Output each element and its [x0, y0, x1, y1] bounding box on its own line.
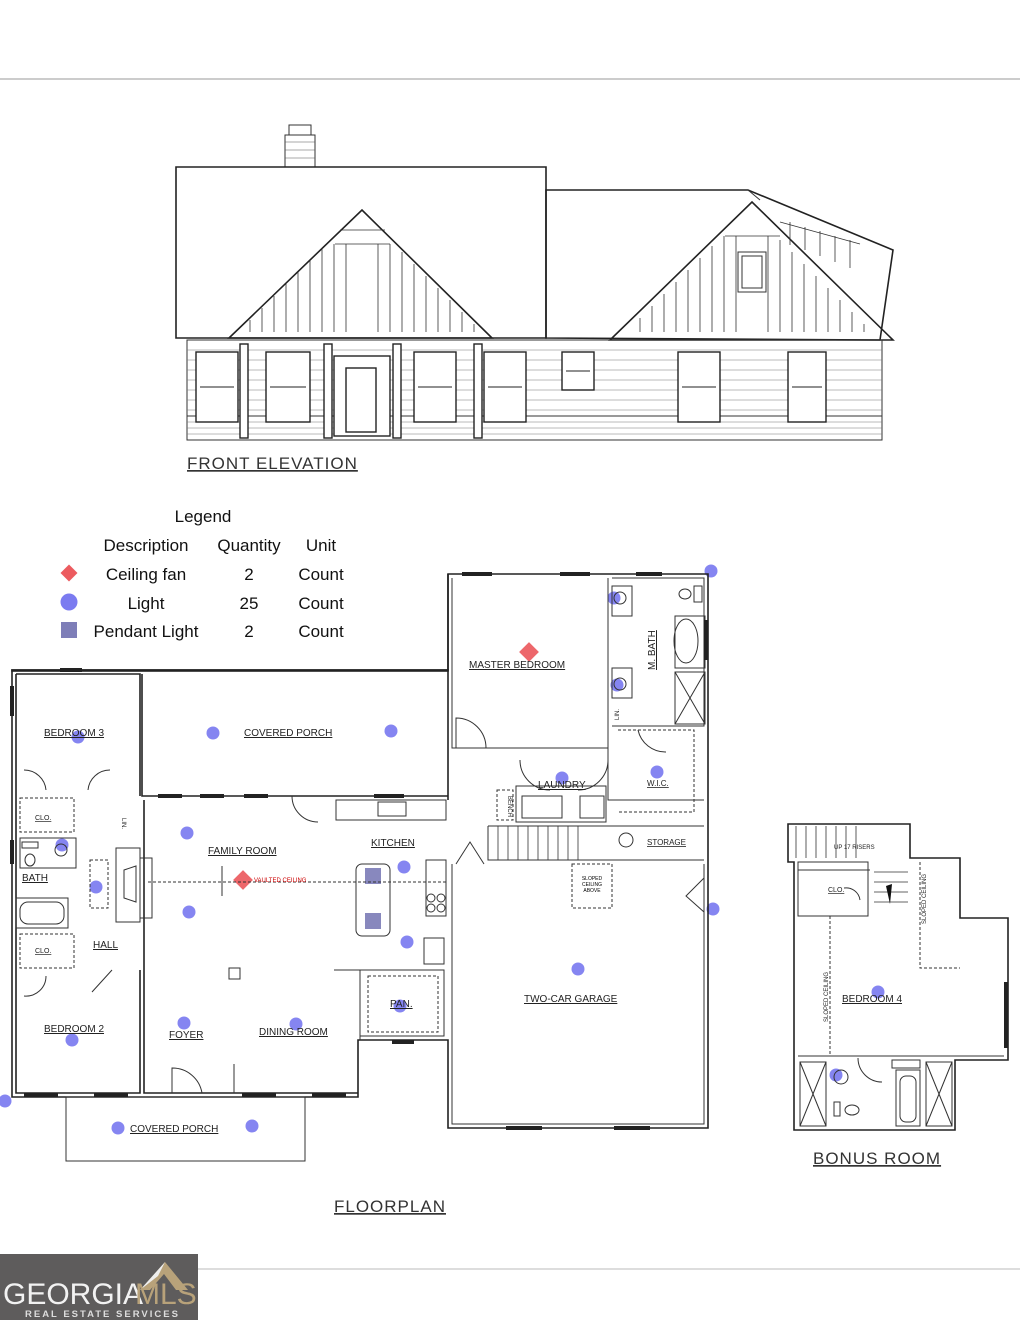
- light-marker: [571, 962, 585, 976]
- room-label-storage: STORAGE: [647, 838, 686, 847]
- legend-item-description: Pendant Light: [94, 622, 199, 641]
- room-label-covered-porch-rear: COVERED PORCH: [244, 728, 332, 739]
- light-marker: [829, 1068, 843, 1082]
- light-marker: [610, 678, 624, 692]
- room-label-covered-porch-front: COVERED PORCH: [130, 1124, 218, 1135]
- room-label-family-room: FAMILY ROOM: [208, 846, 277, 857]
- fixture-markers: [0, 564, 885, 1135]
- light-marker: [182, 905, 196, 919]
- legend-item-quantity: 25: [240, 594, 259, 613]
- room-label-hall: HALL: [93, 940, 118, 951]
- bonus-room-plan: UP 17 RISERS CLO. SLOPED CEILING SLOPED …: [787, 823, 1009, 1168]
- light-marker: [397, 860, 411, 874]
- pendant-light-legend-icon: [61, 622, 77, 638]
- legend-item-unit: Count: [298, 622, 344, 641]
- legend-header-unit: Unit: [306, 536, 337, 555]
- room-label-bedroom-2: BEDROOM 2: [44, 1024, 104, 1035]
- room-label-closet: CLO.: [35, 815, 51, 822]
- ceiling-fan-marker: [519, 642, 539, 662]
- legend-item-quantity: 2: [244, 622, 253, 641]
- room-label-laundry: LAUNDRY: [538, 780, 586, 791]
- legend-item-unit: Count: [298, 594, 344, 613]
- legend-header-quantity: Quantity: [217, 536, 281, 555]
- light-marker: [71, 730, 85, 744]
- light-marker: [393, 999, 407, 1013]
- room-label-bench: BENCH: [506, 796, 512, 817]
- logo-brand-accent: MLS: [135, 1278, 197, 1311]
- light-marker: [111, 1121, 125, 1135]
- light-marker: [245, 1119, 259, 1133]
- vaulted-ceiling-label: VAULTED CEILING: [254, 878, 307, 884]
- room-label-wic: W.I.C.: [647, 779, 669, 788]
- elevation-title: FRONT ELEVATION: [187, 454, 358, 473]
- pendant-light-marker: [365, 868, 381, 884]
- light-marker: [871, 985, 885, 999]
- bonus-sloped-ceiling-label: SLOPED CEILING: [824, 972, 830, 1022]
- legend-header-description: Description: [103, 536, 188, 555]
- legend: Legend Description Quantity Unit Ceiling…: [60, 507, 344, 641]
- logo-brand: GEORGIA: [3, 1278, 143, 1311]
- bonus-closet-label: CLO.: [828, 887, 844, 894]
- room-label-kitchen: KITCHEN: [371, 838, 415, 849]
- pendant-light-marker: [365, 913, 381, 929]
- light-marker: [65, 1033, 79, 1047]
- bonus-stairs-label: UP 17 RISERS: [834, 845, 875, 851]
- bonus-room-title: BONUS ROOM: [813, 1149, 941, 1168]
- light-marker: [650, 765, 664, 779]
- light-legend-icon: [60, 593, 78, 611]
- light-marker: [704, 564, 718, 578]
- room-label-bedroom-3: BEDROOM 3: [44, 728, 104, 739]
- georgia-mls-logo: GEORGIA MLS REAL ESTATE SERVICES: [0, 1254, 198, 1320]
- room-label-garage: TWO-CAR GARAGE: [524, 994, 618, 1005]
- light-marker: [0, 1094, 12, 1108]
- room-label-sloped-ceiling: SLOPED CEILING ABOVE: [581, 876, 603, 894]
- room-label-dining-room: DINING ROOM: [259, 1027, 328, 1038]
- floorplan-title: FLOORPLAN: [334, 1197, 446, 1216]
- room-label-linen: LIN.: [615, 709, 621, 720]
- ceiling-fan-legend-icon: [60, 564, 78, 582]
- room-label-closet: CLO.: [35, 948, 51, 955]
- room-label-foyer: FOYER: [169, 1030, 203, 1041]
- light-marker: [289, 1017, 303, 1031]
- legend-title: Legend: [175, 507, 232, 526]
- room-label-bath: BATH: [22, 873, 48, 884]
- light-marker: [55, 838, 69, 852]
- room-label-bedroom-4: BEDROOM 4: [842, 994, 902, 1005]
- light-marker: [206, 726, 220, 740]
- front-elevation: FRONT ELEVATION: [175, 124, 895, 473]
- room-label-pantry: PAN.: [390, 999, 413, 1010]
- light-marker: [384, 724, 398, 738]
- bonus-sloped-ceiling-label: SLOPED CEILING: [922, 874, 928, 924]
- legend-item-quantity: 2: [244, 565, 253, 584]
- light-marker: [706, 902, 720, 916]
- ceiling-fan-marker: [233, 870, 253, 890]
- room-label-linen-hall: LIN.: [120, 818, 126, 829]
- light-marker: [89, 880, 103, 894]
- logo-tagline: REAL ESTATE SERVICES: [25, 1309, 180, 1320]
- light-marker: [555, 771, 569, 785]
- legend-item-description: Light: [128, 594, 165, 613]
- light-marker: [180, 826, 194, 840]
- legend-item-description: Ceiling fan: [106, 565, 186, 584]
- light-marker: [177, 1016, 191, 1030]
- room-label-m-bath: M. BATH: [647, 630, 658, 670]
- light-marker: [400, 935, 414, 949]
- legend-item-unit: Count: [298, 565, 344, 584]
- room-label-master-bedroom: MASTER BEDROOM: [469, 660, 565, 671]
- main-floorplan: MASTER BEDROOM M. BATH LIN. LAUNDRY W.I.…: [10, 572, 709, 1216]
